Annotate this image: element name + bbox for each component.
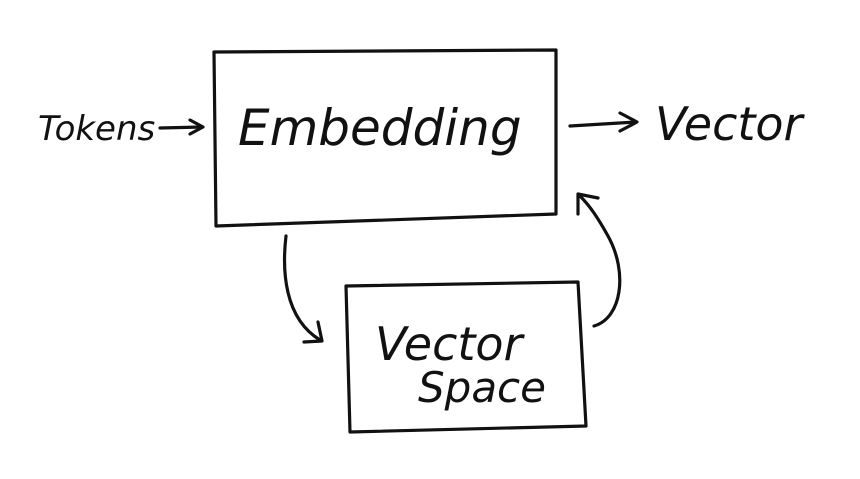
embedding-box — [212, 48, 558, 228]
vector-space-box — [344, 280, 588, 434]
space-to-embedding-feedback-arrow — [576, 192, 622, 328]
tokens-to-embedding-arrow — [158, 118, 205, 136]
tokens-label: Tokens — [38, 109, 155, 149]
vector-space-label-line2: Space — [418, 363, 546, 412]
vector-output-label: Vector — [655, 97, 806, 151]
embedding-to-space-arrow — [282, 234, 324, 344]
embedding-label: Embedding — [238, 99, 522, 157]
embedding-to-vector-arrow — [568, 111, 639, 133]
vector-space-label-line1: Vector — [375, 317, 526, 371]
